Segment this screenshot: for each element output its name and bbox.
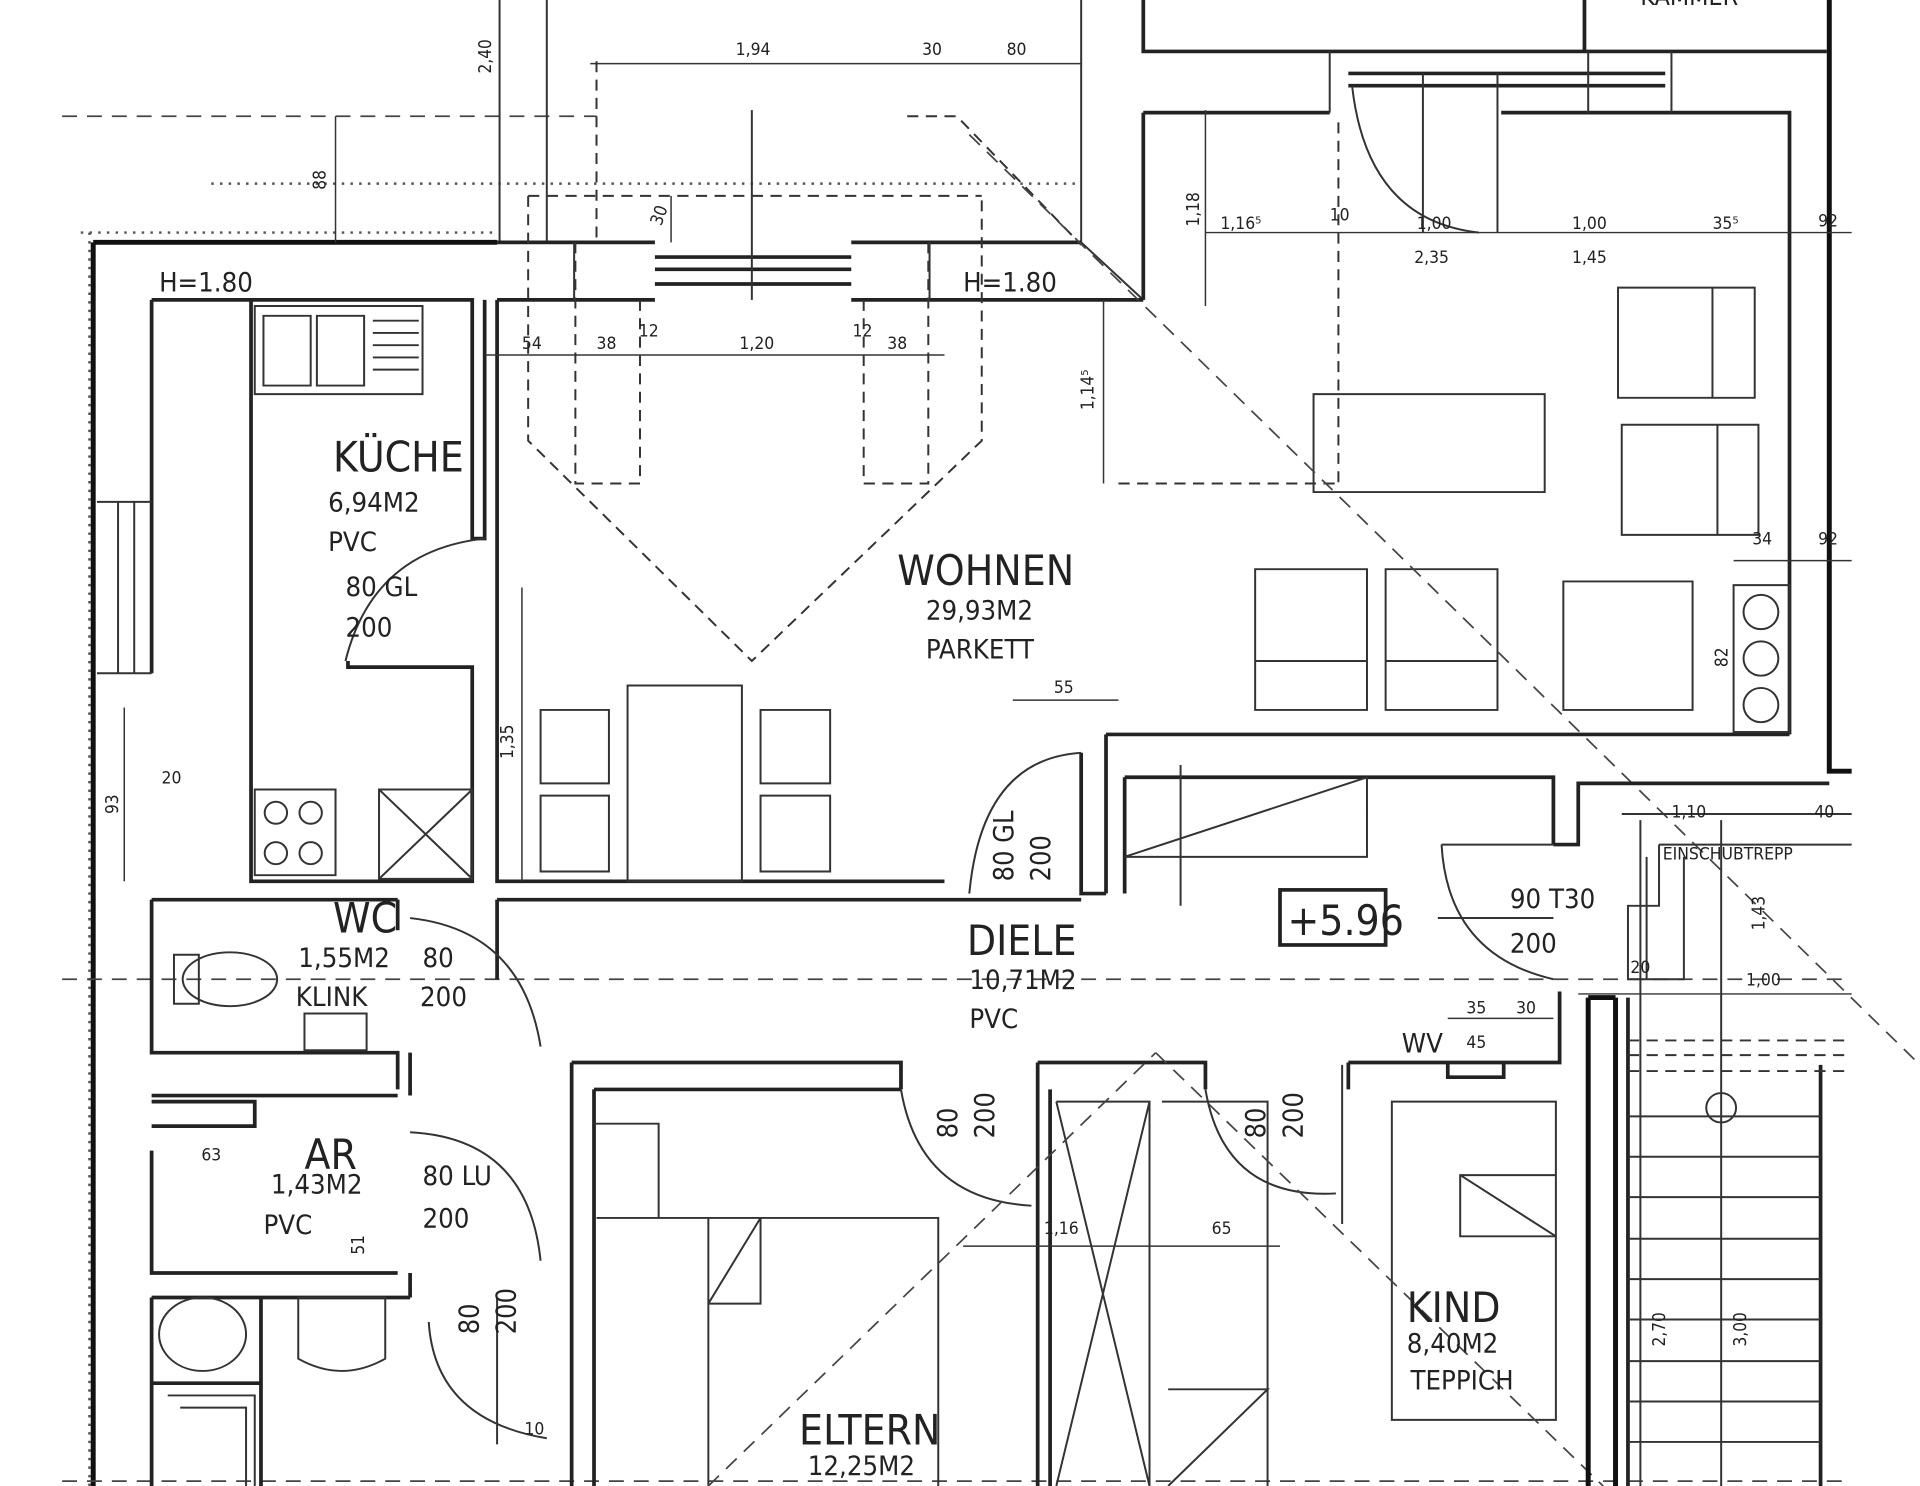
dim-text: 1,18 <box>1184 192 1204 226</box>
dim-text: 30 <box>922 40 942 60</box>
hall-name: DIELE <box>967 916 1077 965</box>
outer-boundary <box>62 0 1852 1486</box>
ar-floor: PVC <box>263 1210 312 1241</box>
ar-door: 80 LU <box>423 1161 492 1192</box>
dim-text: 1,00 <box>1746 970 1781 990</box>
dim-text: 1,35 <box>498 725 518 759</box>
dim-text: 20 <box>1630 958 1650 978</box>
entry-door: 90 T30 <box>1510 884 1595 915</box>
child-room-floor: TEPPICH <box>1409 1365 1513 1396</box>
level-marker <box>1278 888 1388 947</box>
dim-text: 34 <box>1752 530 1772 550</box>
parents-door-height: 200 <box>970 1092 1001 1138</box>
wc-floor: KLINK <box>296 982 369 1013</box>
ar-name: AR <box>304 1130 356 1179</box>
dim-text: 1,00 <box>1572 214 1607 234</box>
dimension-lines: 2,40 1,94 30 80 88 30 54 38 12 1,20 12 3… <box>103 39 1852 1440</box>
dim-text: 55 <box>1054 678 1074 698</box>
entry-door-height: 200 <box>1510 928 1557 959</box>
parents-door: 80 <box>933 1108 964 1139</box>
bath-door-height: 200 <box>492 1288 523 1334</box>
dim-text: 92 <box>1818 530 1838 550</box>
child-door-height: 200 <box>1278 1092 1309 1138</box>
dim-text: 40 <box>1814 803 1834 823</box>
bath-door: 80 <box>454 1303 485 1334</box>
dim-text: 54 <box>522 334 542 354</box>
dim-text: 1,10 <box>1671 803 1706 823</box>
dim-text: 82 <box>1712 648 1732 668</box>
dim-text: 88 <box>310 170 330 190</box>
dim-text: 1,16⁵ <box>1220 214 1261 234</box>
kitchen-name: KÜCHE <box>333 432 464 482</box>
dim-text: 30 <box>647 203 673 228</box>
living-floor: PARKETT <box>926 635 1034 666</box>
dim-text: 1,94 <box>736 40 771 60</box>
living-name: WOHNEN <box>897 546 1074 595</box>
dim-text: 10 <box>524 1420 544 1440</box>
dim-text: 1,45 <box>1572 248 1607 268</box>
dim-text: 2,35 <box>1414 248 1449 268</box>
attic-ladder-label: EINSCHUBTREPP <box>1663 844 1793 864</box>
dim-text: 35 <box>1466 999 1486 1019</box>
parents-room-name: ELTERN <box>799 1406 940 1455</box>
dim-text: 10 <box>1330 205 1350 225</box>
child-room-area: 8,40M2 <box>1407 1329 1499 1360</box>
kitchen-door-height: 200 <box>345 613 392 644</box>
living-door-height: 200 <box>1026 835 1057 881</box>
height-label-right: H=1.80 <box>963 268 1057 299</box>
dim-text: 12 <box>639 322 659 342</box>
dim-text: 93 <box>103 794 123 814</box>
hall-floor: PVC <box>969 1004 1018 1035</box>
kammer-room: KAMMER <box>1118 0 1827 735</box>
dim-text: 2,40 <box>476 39 496 73</box>
dim-text: 38 <box>887 334 907 354</box>
wc-door-height: 200 <box>420 982 467 1013</box>
parents-room-area: 12,25M2 <box>808 1451 915 1482</box>
hall-area: 10,71M2 <box>969 965 1076 996</box>
dim-text: 38 <box>597 334 617 354</box>
dim-text: 1,20 <box>739 334 774 354</box>
water-meter-label: WV <box>1402 1029 1443 1060</box>
dim-text: 63 <box>201 1146 221 1166</box>
dim-text: 12 <box>853 322 873 342</box>
living-room: H=1.80 WOHNEN 29,93M2 PARKETT 80 GL 200 <box>539 134 1920 1066</box>
dim-text: 1,16 <box>1044 1219 1079 1239</box>
wc-door: 80 <box>423 943 454 974</box>
dim-text: 80 <box>1007 40 1027 60</box>
wc-name: WC <box>333 894 397 943</box>
dim-text: 30 <box>1516 999 1536 1019</box>
dim-text: 1,14⁵ <box>1078 370 1098 410</box>
kitchen-floor: PVC <box>328 527 377 558</box>
kitchen-room: H=1.80 KÜCHE 6,94M2 PVC 80 GL 200 <box>96 268 945 884</box>
level-label: +5.96 <box>1287 896 1403 945</box>
dim-text: 20 <box>162 769 182 789</box>
dim-text: 51 <box>349 1235 369 1255</box>
bedrooms: ELTERN 12,25M2 80 200 80 200 KIND 8,40M2… <box>569 1052 1604 1486</box>
child-door: 80 <box>1241 1108 1272 1139</box>
balcony-structure <box>497 0 1144 663</box>
staircase: EINSCHUBTREPP <box>1585 813 1852 1486</box>
dim-text: 35⁵ <box>1712 214 1738 234</box>
dim-text: 65 <box>1212 1219 1232 1239</box>
dim-text: 3,00 <box>1731 1312 1751 1346</box>
dim-text: 1,00 <box>1417 214 1452 234</box>
wc-area: 1,55M2 <box>298 943 390 974</box>
kammer-label: KAMMER <box>1640 0 1738 11</box>
living-area: 29,93M2 <box>926 596 1033 627</box>
kitchen-door: 80 GL <box>345 572 417 603</box>
dim-text: 2,70 <box>1650 1312 1670 1346</box>
hall-room: +5.96 90 T30 200 DIELE 10,71M2 PVC WV <box>497 765 1830 1080</box>
ar-area: 1,43M2 <box>271 1170 363 1201</box>
kitchen-area: 6,94M2 <box>328 488 420 519</box>
dim-text: 45 <box>1466 1033 1486 1053</box>
bath-room: 80 200 <box>149 1288 547 1486</box>
child-room-name: KIND <box>1407 1283 1501 1332</box>
height-label-left: H=1.80 <box>159 268 253 299</box>
wc-ar-rooms: WC 1,55M2 KLINK 80 200 AR 1,43M2 PVC 80 … <box>149 894 542 1298</box>
ar-door-height: 200 <box>423 1204 470 1235</box>
living-door: 80 GL <box>989 810 1020 881</box>
dim-text: 92 <box>1818 212 1838 232</box>
dim-text: 1,43 <box>1750 896 1770 930</box>
